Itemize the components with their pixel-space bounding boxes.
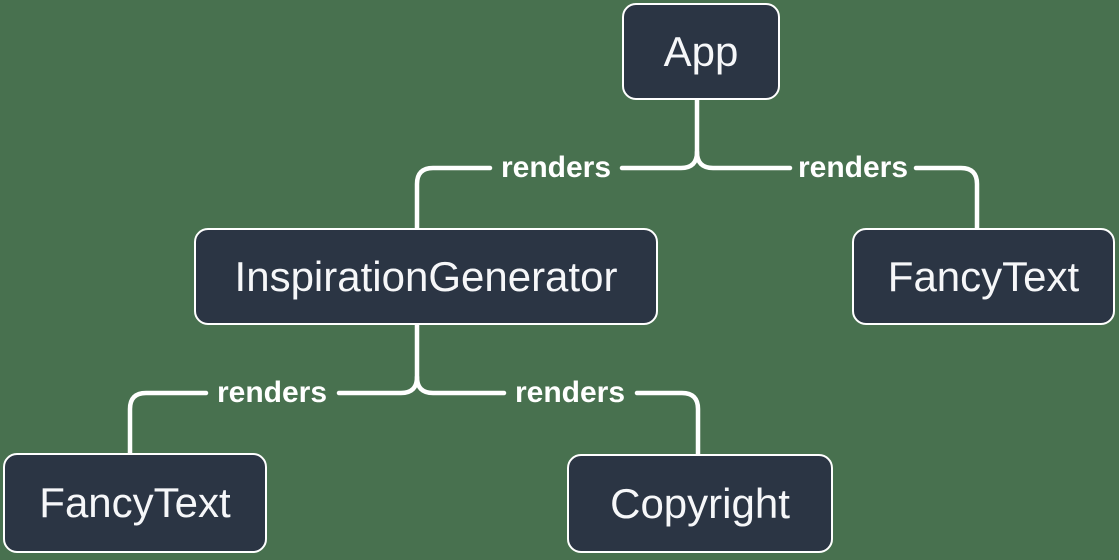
edge-inspirationgenerator-copyright-segment-right: [634, 390, 701, 457]
edge-inspirationgenerator-fancytext-segment-left: [127, 390, 209, 456]
node-fancy-text-bottom-label: FancyText: [39, 479, 231, 526]
node-copyright: Copyright: [567, 454, 833, 553]
edge-app-inspirationgenerator-segment-right: [619, 97, 700, 171]
edge-app-fancytext-segment-right: [913, 165, 980, 231]
edge-label-inspirationgenerator-fancytext: renders: [216, 376, 328, 409]
node-fancy-text-top-label: FancyText: [887, 252, 1080, 300]
edge-label-inspirationgenerator-copyright: renders: [514, 376, 626, 409]
node-fancy-text-bottom: FancyText: [3, 453, 267, 553]
node-inspiration-generator: InspirationGenerator: [194, 228, 658, 325]
edge-inspirationgenerator-fancytext-segment-right: [336, 322, 420, 396]
edge-label-app-fancytext: renders: [797, 151, 909, 184]
node-copyright-label: Copyright: [610, 479, 790, 527]
node-app-label: App: [663, 27, 739, 75]
edge-label-app-inspirationgenerator: renders: [500, 151, 612, 184]
edge-inspirationgenerator-copyright-segment-left: [414, 374, 507, 396]
node-app: App: [622, 3, 780, 100]
node-fancy-text-top: FancyText: [852, 228, 1115, 325]
edge-app-inspirationgenerator-segment-left: [414, 165, 493, 231]
node-inspiration-generator-label: InspirationGenerator: [234, 252, 618, 300]
edge-app-fancytext-segment-left: [694, 149, 793, 171]
